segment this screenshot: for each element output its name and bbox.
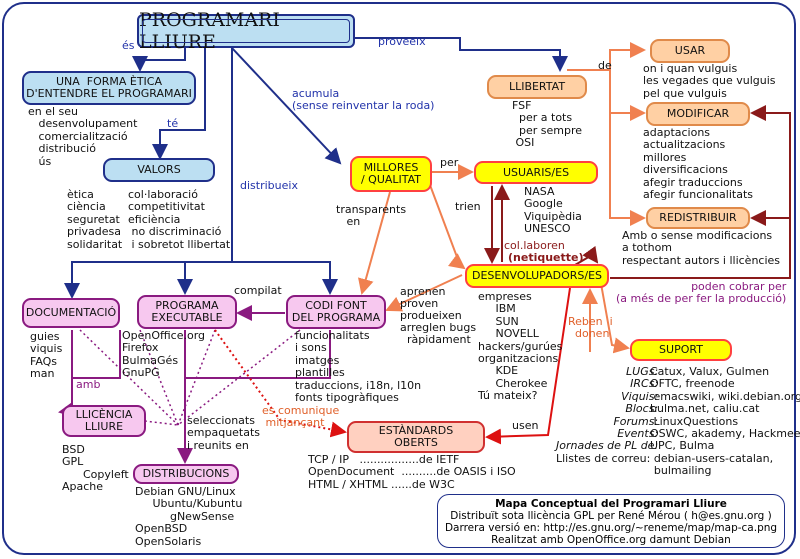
- node-llibertat: LLIBERTAT: [487, 75, 587, 99]
- legend-license: Distribuït sota llicència GPL per René M…: [450, 510, 772, 522]
- distribucions-list: Debian GNU/Linux Ubuntu/Kubuntu gNewSens…: [135, 485, 243, 548]
- link-colaboren: col.laboren: [504, 239, 565, 252]
- node-etica: UNA FORMA ÈTICA D'ENTENDRE EL PROGRAMARI: [22, 71, 196, 105]
- link-netiquette: (netiquette): [508, 251, 584, 264]
- link-cobrar: poden cobrar per (a més de per fer la pr…: [616, 280, 787, 305]
- node-estandards: ESTÀNDARDS OBERTS: [347, 421, 485, 453]
- red-dotted-link: [214, 329, 347, 438]
- link-compilat: compilat: [234, 284, 282, 297]
- node-millores: MILLORES / QUALITAT: [350, 156, 432, 192]
- desenvolupadors-list: empreses IBM SUN NOVELL hackers/gurúes o…: [478, 290, 563, 403]
- link-distribueix: distribueix: [240, 179, 298, 192]
- node-llicencia: LLICÈNCIA LLIURE: [62, 405, 146, 437]
- legend-box: Mapa Conceptual del Programari Lliure Di…: [437, 494, 785, 548]
- llibertat-list: FSF per a tots per sempre OSI: [512, 99, 583, 150]
- main-title: PROGRAMARI LLIURE: [137, 9, 355, 53]
- legend-url[interactable]: Darrera versió en: http://es.gnu.org/~re…: [444, 522, 778, 534]
- llicencia-list: BSD GPL Copyleft Apache: [62, 443, 129, 494]
- node-documentacio: DOCUMENTACIÓ: [22, 298, 120, 328]
- valors-right-list: col·laboració competitivitat eficiència …: [128, 188, 231, 251]
- link-usen: usen: [512, 419, 539, 432]
- link-comunique: es comunique mitjançant: [262, 404, 340, 429]
- link-aprenen: aprenen proven produeixen arreglen bugs …: [400, 285, 477, 346]
- legend-made-with: Realitzat amb OpenOffice.org damunt Debi…: [491, 534, 731, 546]
- seleccionats-text: seleccionats empaquetats i reunits en: [187, 414, 261, 452]
- orange-links: [358, 42, 646, 445]
- node-modificar: MODIFICAR: [646, 102, 750, 126]
- dotted-links: [79, 329, 301, 426]
- link-per: per: [440, 156, 459, 169]
- node-desenvolupadors: DESENVOLUPADORS/ES: [465, 264, 609, 288]
- link-acumula: acumula (sense reinventar la roda): [292, 87, 435, 112]
- link-proveeix: proveeix: [378, 35, 426, 48]
- suport-labels: LUGs: IRCs: Viquis: Blocs: Forums: Event…: [556, 365, 659, 453]
- valors-left-list: ètica ciència seguretat privadesa solida…: [67, 188, 123, 251]
- programa-list: OpenOffice.org Firefox BulmaGés GnuPG: [122, 329, 206, 380]
- llistes-text: Llistes de correu: debian-users-catalan,…: [556, 452, 774, 478]
- link-amb: amb: [76, 378, 101, 391]
- suport-values: Catux, Valux, Gulmen OFTC, freenode emac…: [650, 365, 800, 453]
- link-es: és: [122, 39, 135, 52]
- link-reben: Reben i donen: [568, 315, 613, 340]
- link-trien: trien: [455, 200, 481, 213]
- usuaris-list: NASA Google Viquipèdia UNESCO: [524, 185, 582, 236]
- link-de: de: [598, 59, 612, 72]
- node-distribucions: DISTRIBUCIONS: [133, 464, 239, 484]
- node-valors: VALORS: [103, 158, 215, 182]
- maroon-links: [484, 105, 791, 279]
- blue-links: [64, 37, 568, 299]
- node-redistribuir: REDISTRIBUIR: [646, 207, 750, 229]
- documentacio-list: guies viquis FAQs man: [30, 330, 63, 381]
- etica-list: en el seu desenvolupament comercialitzac…: [28, 105, 138, 168]
- usar-list: on i quan vulguis les vegades que vulgui…: [643, 62, 776, 100]
- node-usar: USAR: [650, 39, 730, 63]
- node-suport: SUPORT: [630, 339, 732, 361]
- redistribuir-list: Amb o sense modificacions a tothom respe…: [622, 229, 781, 267]
- node-codi: CODI FONT DEL PROGRAMA: [286, 295, 386, 329]
- codi-list: funcionalitats i sons imatges plantilles…: [295, 329, 422, 405]
- node-usuaris: USUARIS/ES: [474, 161, 598, 184]
- legend-title: Mapa Conceptual del Programari Lliure: [495, 498, 727, 510]
- modificar-list: adaptacions actualitzacions millores div…: [643, 126, 754, 202]
- estandards-list: TCP / IP .................de IETF OpenDo…: [308, 453, 516, 491]
- node-programa: PROGRAMA EXECUTABLE: [137, 295, 237, 329]
- link-te: té: [167, 117, 179, 130]
- link-transparents: transparents en: [336, 203, 407, 228]
